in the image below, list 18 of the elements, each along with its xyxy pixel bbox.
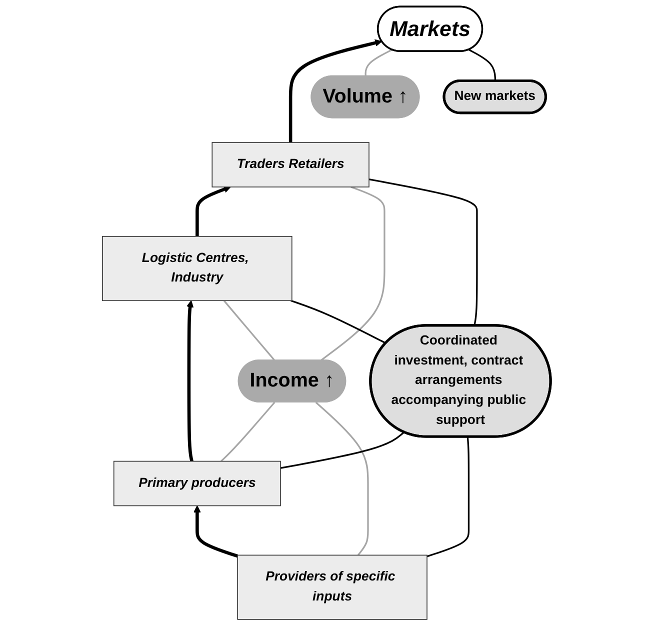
connector	[223, 300, 276, 361]
connector	[280, 432, 405, 469]
connector	[468, 49, 496, 82]
connector	[364, 49, 392, 76]
connector	[426, 436, 470, 558]
node-box: Primary producers	[113, 460, 281, 506]
connector	[320, 186, 386, 362]
arrow	[196, 186, 231, 236]
arrow	[186, 300, 194, 462]
connector	[368, 178, 478, 326]
connector	[220, 402, 276, 462]
connector	[290, 300, 386, 344]
arrow	[194, 505, 238, 558]
node-box: Logistic Centres, Industry	[102, 236, 292, 302]
arrow	[288, 39, 382, 142]
connector	[315, 402, 369, 556]
node-box: Providers of specific inputs	[237, 554, 428, 620]
node-box: Traders Retailers	[212, 142, 370, 188]
